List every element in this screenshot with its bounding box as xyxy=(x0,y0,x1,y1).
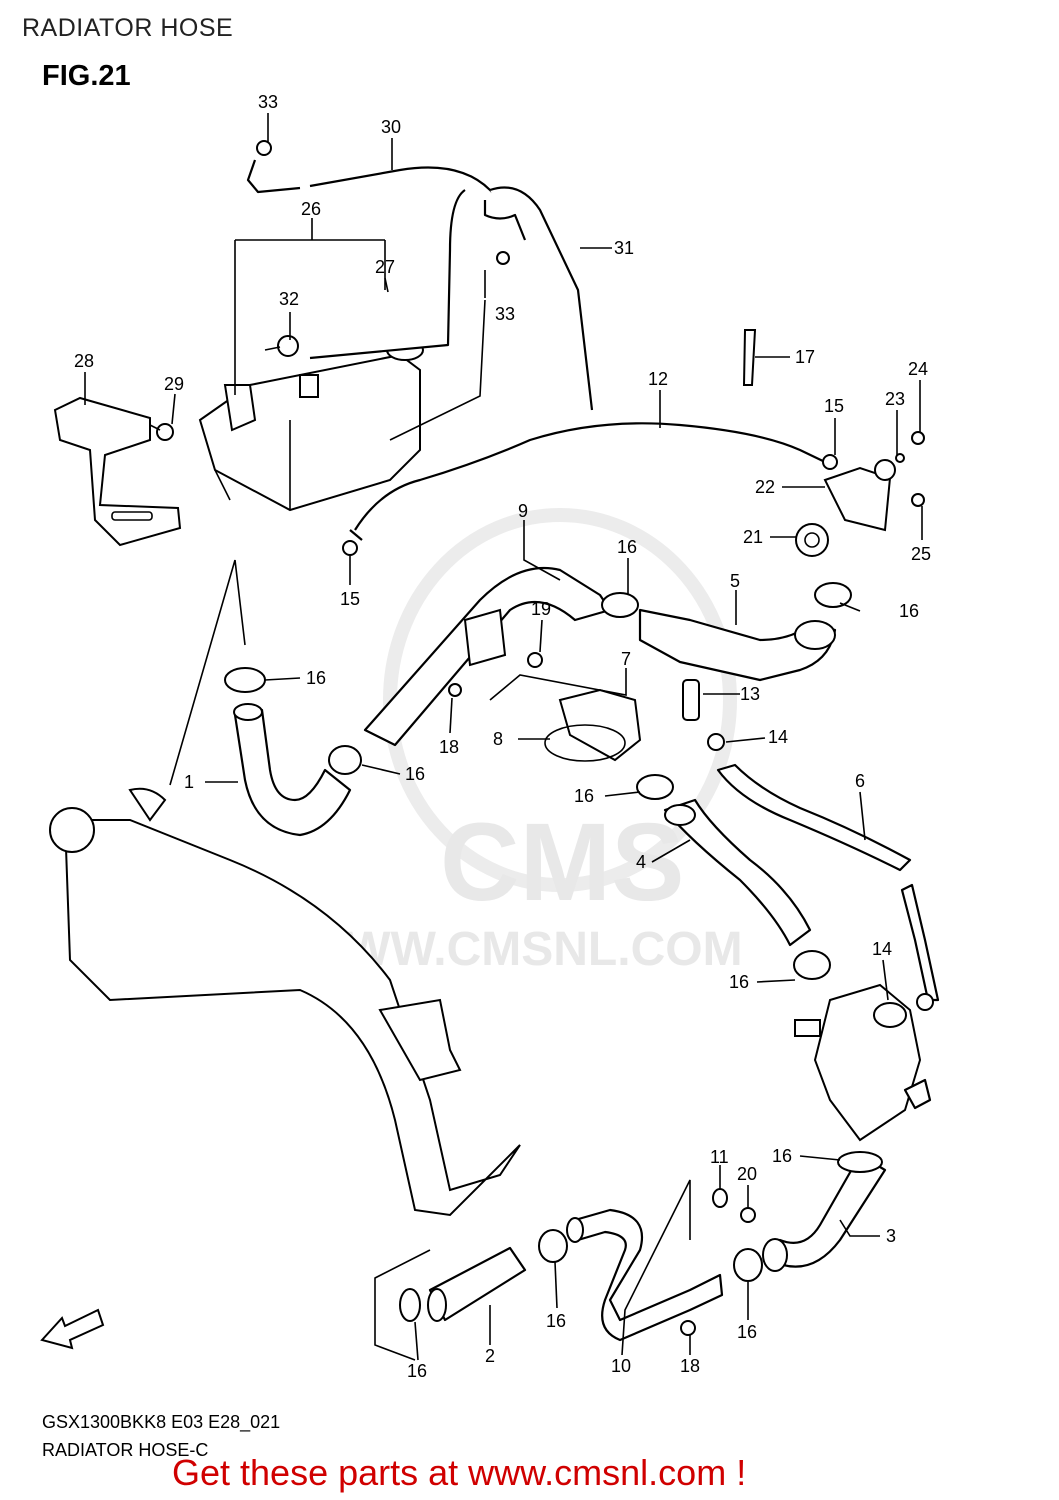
bracket-17 xyxy=(742,329,757,386)
clip-15-right xyxy=(822,454,838,470)
clamp-16-g xyxy=(837,1151,883,1173)
clip-15-left xyxy=(342,540,358,556)
callout: 8 xyxy=(493,729,503,749)
callout: 32 xyxy=(279,289,299,309)
thermostat-21 xyxy=(795,523,829,557)
callout: 19 xyxy=(531,599,551,619)
callout: 1 xyxy=(184,772,194,792)
reservoir-tank xyxy=(198,339,424,512)
bolt-18-top xyxy=(448,683,462,697)
clamp-16-b xyxy=(814,582,852,608)
hose-12 xyxy=(349,422,826,541)
callout: 30 xyxy=(381,117,401,137)
callout: 33 xyxy=(258,92,278,112)
callout: 9 xyxy=(518,501,528,521)
water-pump xyxy=(794,983,932,1142)
callout: 16 xyxy=(574,786,594,806)
clamp-16-e xyxy=(636,774,674,800)
callout: 24 xyxy=(908,359,928,379)
callout: 16 xyxy=(546,1311,566,1331)
callout: 21 xyxy=(743,527,763,547)
hose-10 xyxy=(566,1208,724,1342)
bolt-19 xyxy=(527,652,543,668)
callout: 16 xyxy=(737,1322,757,1342)
callout: 14 xyxy=(768,727,788,747)
clamp-16-c xyxy=(224,667,266,693)
bolt-18-bottom xyxy=(680,1320,696,1336)
clamp-16-j xyxy=(399,1288,421,1322)
callout: 23 xyxy=(885,389,905,409)
cta-link[interactable]: Get these parts at www.cmsnl.com ! xyxy=(172,1452,747,1493)
callout: 4 xyxy=(636,852,646,872)
radiator xyxy=(49,787,521,1217)
callout: 10 xyxy=(611,1356,631,1376)
callout: 12 xyxy=(648,369,668,389)
callout: 26 xyxy=(301,199,321,219)
callout: 16 xyxy=(899,601,919,621)
diagram-code: GSX1300BKK8 E03 E28_021 xyxy=(42,1412,281,1432)
callout: 16 xyxy=(772,1146,792,1166)
hose-2 xyxy=(427,1246,527,1322)
callout: 27 xyxy=(375,257,395,277)
callout-numbers: 33 30 26 27 32 33 31 28 29 17 12 24 15 2… xyxy=(74,92,931,1381)
diagram-subtitle: RADIATOR HOSE-C xyxy=(42,1440,209,1460)
clip-33-top xyxy=(256,140,272,156)
callout: 25 xyxy=(911,544,931,564)
leader-lines xyxy=(84,113,923,1361)
clip-14-top xyxy=(707,733,725,751)
housing-7 xyxy=(544,688,642,762)
hose-3 xyxy=(762,1153,887,1272)
hose-6 xyxy=(716,763,940,1002)
fitting-13 xyxy=(682,679,700,721)
washer-11 xyxy=(712,1188,728,1208)
callout: 5 xyxy=(730,571,740,591)
bolt-29 xyxy=(149,423,174,441)
clip-14-pump xyxy=(916,993,934,1011)
callout: 15 xyxy=(340,589,360,609)
callout: 29 xyxy=(164,374,184,394)
callout: 14 xyxy=(872,939,892,959)
fwd-arrow-icon xyxy=(40,1308,105,1350)
clamp-16-h xyxy=(538,1229,568,1263)
clamp-16-i xyxy=(733,1248,763,1282)
callout: 16 xyxy=(729,972,749,992)
callout: 16 xyxy=(306,668,326,688)
callout: 33 xyxy=(495,304,515,324)
clamp-16-f xyxy=(793,950,831,980)
hose-30 xyxy=(246,159,531,360)
bolt-32 xyxy=(264,335,299,357)
bolt-23-24 xyxy=(895,431,925,507)
thermostat-cover-22 xyxy=(823,459,896,532)
callout: 6 xyxy=(855,771,865,791)
hose-1 xyxy=(233,703,352,837)
callout: 16 xyxy=(405,764,425,784)
watermark-brand: CMS xyxy=(440,801,684,924)
callout: 15 xyxy=(824,396,844,416)
callout: 3 xyxy=(886,1226,896,1246)
callout: 17 xyxy=(795,347,815,367)
clip-33-mid xyxy=(496,251,510,265)
page-title: RADIATOR HOSE xyxy=(22,14,234,42)
callout: 20 xyxy=(737,1164,757,1184)
bolt-20 xyxy=(740,1207,756,1223)
callout: 13 xyxy=(740,684,760,704)
clamp-16-d xyxy=(328,745,362,775)
callout: 16 xyxy=(617,537,637,557)
callout: 11 xyxy=(710,1147,729,1167)
hose-31 xyxy=(483,186,594,411)
callout: 16 xyxy=(407,1361,427,1381)
bracket-28 xyxy=(53,396,182,547)
hose-4 xyxy=(663,798,812,947)
callout: 2 xyxy=(485,1346,495,1366)
callout: 28 xyxy=(74,351,94,371)
callout: 22 xyxy=(755,477,775,497)
callout: 18 xyxy=(680,1356,700,1376)
hose-5 xyxy=(638,608,837,682)
clamp-16-a xyxy=(601,592,639,618)
figure-label: FIG.21 xyxy=(42,60,131,92)
callout: 31 xyxy=(614,238,634,258)
callout: 18 xyxy=(439,737,459,757)
callout: 7 xyxy=(621,649,631,669)
